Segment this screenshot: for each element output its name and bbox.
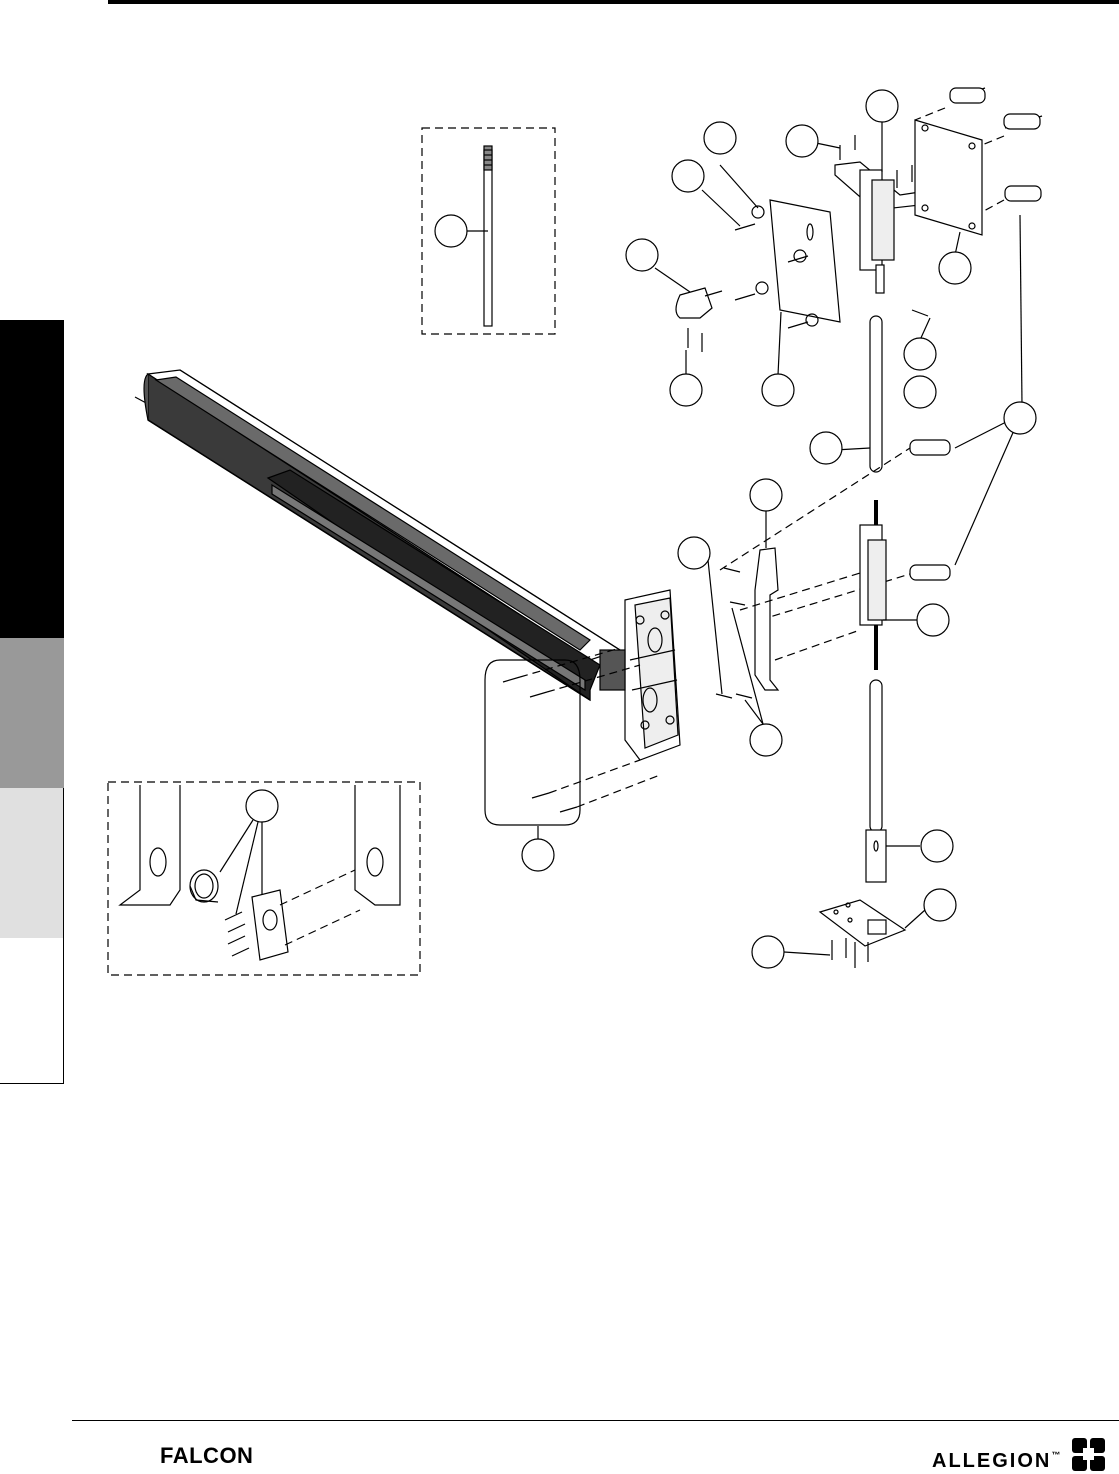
callout-bubble [670,374,702,406]
callout-bubble [435,215,467,247]
top-plate-left [672,122,840,406]
allegion-wordmark: ALLEGION™ [932,1450,1062,1473]
door-inset [108,782,420,975]
footer-rule [72,1420,1119,1421]
callout-bubble [866,90,898,122]
callout-bubble [1004,402,1036,434]
callout-bubble [750,479,782,511]
lower-rod [866,680,953,882]
top-bracket-block [626,239,722,406]
middle-latch [860,500,949,670]
top-plate-right [915,88,1042,284]
allegion-name: ALLEGION [932,1450,1051,1472]
callout-bubble [522,839,554,871]
callout-bubble [678,537,710,569]
allegion-logo-icon [1072,1438,1105,1471]
callout-bubble [672,160,704,192]
callout-bubble [752,936,784,968]
chassis [600,590,680,760]
callout-bubble [762,374,794,406]
trademark-mark: ™ [1051,1450,1062,1460]
callout-bubble [904,376,936,408]
callout-bubble [786,125,818,157]
callout-bubble [939,252,971,284]
falcon-wordmark: FALCON [160,1443,253,1469]
bottom-strike [752,889,956,968]
callout-bubble [917,604,949,636]
callout-bubble [810,432,842,464]
push-bar [135,370,620,700]
rod-inset [422,128,555,334]
callout-bubble [704,122,736,154]
callout-bubble [246,790,278,822]
callout-bubble [924,889,956,921]
callout-bubble [904,338,936,370]
vertical-bracket [678,479,860,756]
callout-bubble [921,830,953,862]
callout-bubble [750,724,782,756]
callout-bubble [626,239,658,271]
